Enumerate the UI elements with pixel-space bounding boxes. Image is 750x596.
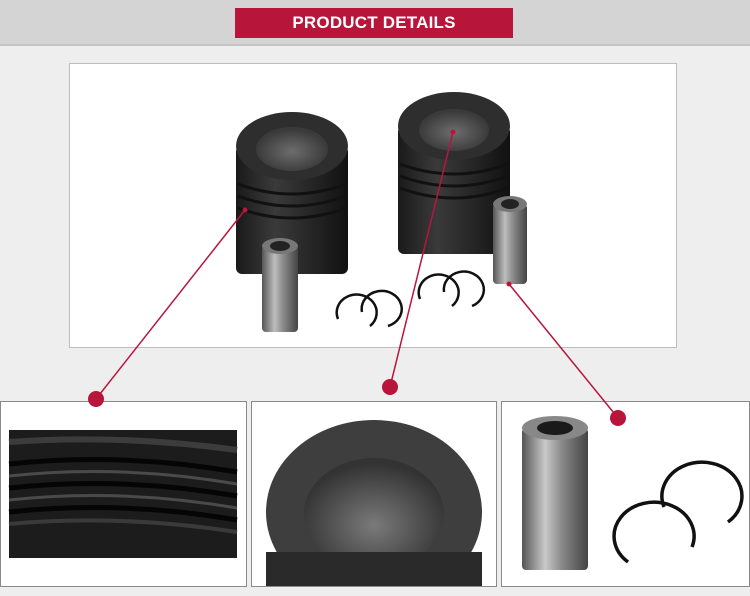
callout-dot-2 xyxy=(382,379,398,395)
detail-ring-grooves xyxy=(0,401,247,587)
detail-pin-circlips xyxy=(501,401,750,587)
circlips-right xyxy=(417,270,486,308)
circlips-left xyxy=(335,289,403,328)
header-divider xyxy=(0,44,750,46)
main-product-image xyxy=(69,63,677,348)
right-piston-pin xyxy=(493,196,527,284)
left-piston-pin xyxy=(262,238,298,332)
left-piston xyxy=(236,112,348,274)
detail-piston-crown xyxy=(251,401,497,587)
section-title: PRODUCT DETAILS xyxy=(235,8,513,38)
